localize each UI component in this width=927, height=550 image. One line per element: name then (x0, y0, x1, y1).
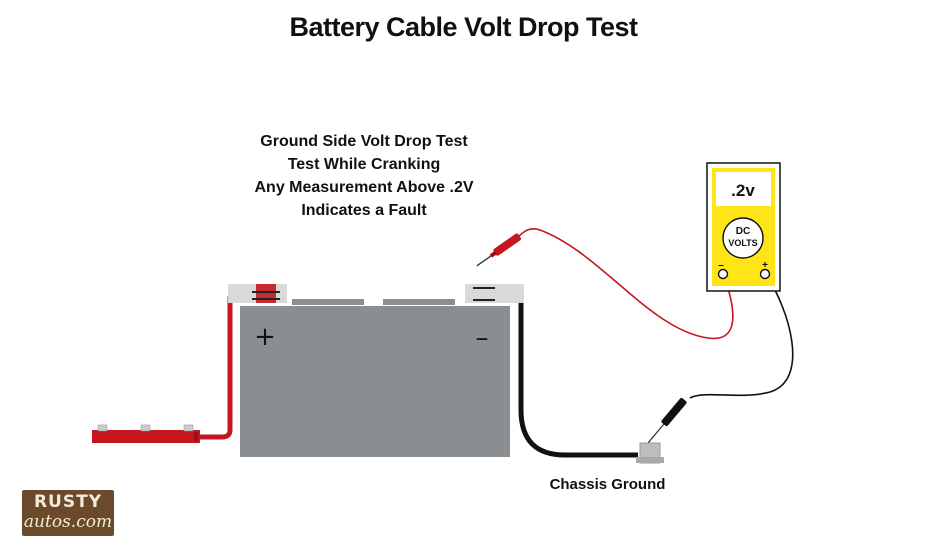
red-probe (476, 233, 521, 267)
note-line-2: Test While Cranking (287, 156, 441, 173)
meter-dial-line2: VOLTS (728, 238, 757, 248)
meter-neg-symbol: – (718, 260, 724, 271)
negative-symbol: – (476, 323, 489, 353)
black-probe (647, 397, 687, 444)
note-line-1: Ground Side Volt Drop Test (260, 133, 468, 150)
meter-display (716, 172, 771, 206)
meter-pos-symbol: + (762, 260, 768, 271)
logo-line-1: RUSTY (33, 492, 103, 512)
positive-cable (196, 296, 233, 440)
black-probe-lead (689, 272, 794, 399)
battery-cap-left (292, 299, 364, 305)
negative-terminal (465, 284, 524, 303)
meter-dial (722, 217, 764, 259)
battery-body (240, 306, 510, 457)
meter-positive-jack (759, 268, 771, 280)
rusty-autos-logo: RUSTY autos.com (22, 490, 114, 536)
test-notes: Ground Side Volt Drop Test Test While Cr… (214, 130, 514, 222)
note-line-3: Any Measurement Above .2V (254, 179, 474, 196)
chassis-ground-label: Chassis Ground (549, 476, 666, 493)
positive-terminal (228, 284, 287, 303)
meter-negative-jack (717, 268, 729, 280)
page-title: Battery Cable Volt Drop Test (289, 12, 638, 42)
battery-cap-right (383, 299, 455, 305)
red-probe-lead (514, 228, 734, 340)
ground-cable (518, 302, 638, 458)
positive-cable-end (92, 424, 200, 443)
meter-reading: .2v (731, 181, 755, 200)
positive-symbol: + (254, 322, 276, 352)
chassis-ground-block (636, 442, 664, 464)
logo-line-2: autos.com (23, 512, 113, 532)
meter-dial-line1: DC (736, 226, 750, 237)
multimeter: .2v DC VOLTS – + (706, 162, 781, 292)
note-line-4: Indicates a Fault (301, 202, 427, 219)
